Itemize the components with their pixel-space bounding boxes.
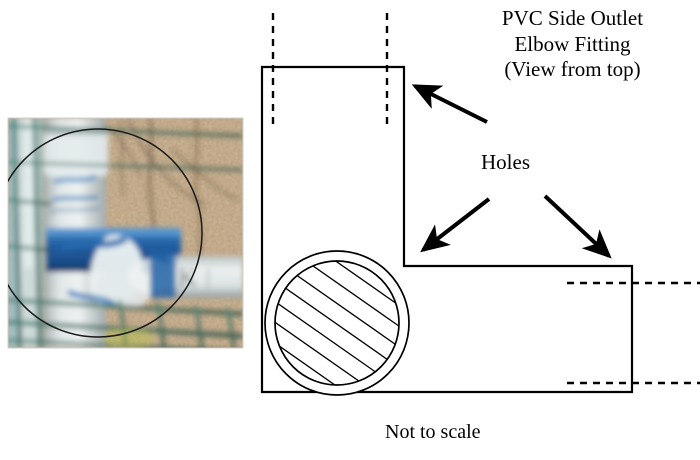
outlet-hatching [275,261,399,385]
figure-title-line-3: (View from top) [504,57,641,82]
arrow-to-hole-left [420,197,491,253]
photo-border [7,117,244,349]
figure-title-line-1: PVC Side Outlet [501,6,644,30]
figure-title-line-2: Elbow Fitting [514,31,631,56]
scale-note: Not to scale [385,421,481,443]
fitting-outline [260,65,634,394]
side-outlet-hole [264,250,410,396]
photo-image: K | [8,118,243,348]
photo-highlight-circle [8,128,203,338]
arrow-to-hole-right [543,194,612,259]
holes-label: Holes [481,150,530,174]
arrow-to-body [411,84,488,124]
annotation-arrows [411,84,612,259]
figure-title: PVC Side Outlet Elbow Fitting (View from… [470,6,675,83]
svg-text:K: K [178,263,197,292]
hidden-lines-group [271,13,700,385]
svg-text:|: | [206,264,210,289]
